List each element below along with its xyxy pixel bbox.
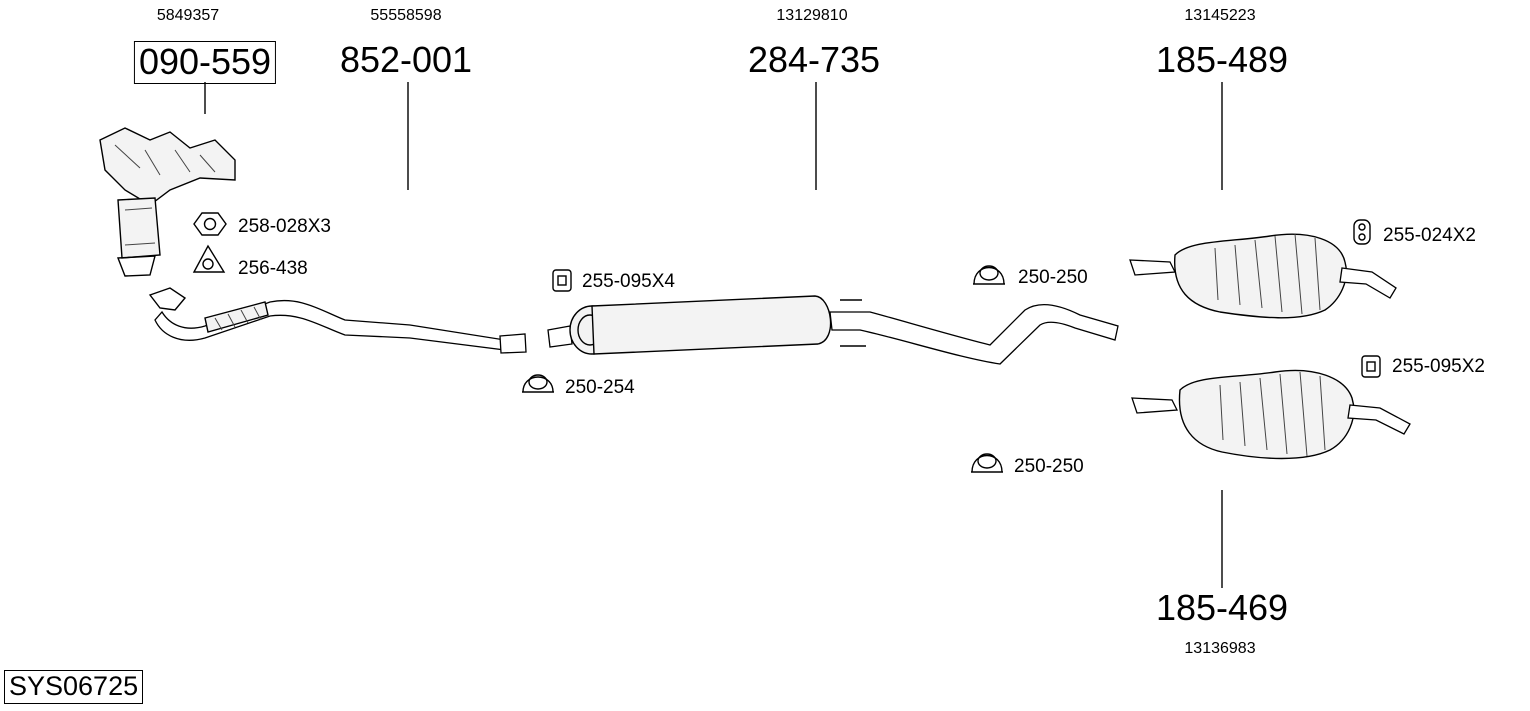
system-code: SYS06725 <box>4 670 144 704</box>
rubber-mount-icon <box>1361 355 1381 378</box>
part-number[interactable]: 090-559 <box>133 41 277 84</box>
accessory-label[interactable]: 250-250 <box>1014 456 1084 477</box>
oem-number: 13129810 <box>776 7 848 24</box>
clamp-icon <box>971 453 1003 473</box>
oem-number: 5849357 <box>156 7 220 24</box>
oem-number: 13145223 <box>1184 7 1256 24</box>
catalytic-manifold <box>99 127 236 277</box>
centre-silencer <box>547 295 1119 365</box>
accessory-label[interactable]: 255-024X2 <box>1383 225 1476 246</box>
rubber-mount-icon <box>552 269 572 292</box>
clamp-icon <box>522 374 554 393</box>
accessory-label[interactable]: 258-028X3 <box>238 216 331 237</box>
part-number[interactable]: 284-735 <box>747 39 881 80</box>
accessory-label[interactable]: 250-254 <box>565 377 635 398</box>
front-flex-pipe <box>148 287 527 354</box>
gasket-icon <box>192 244 226 273</box>
part-number[interactable]: 185-489 <box>1155 39 1289 80</box>
nut-hole <box>203 217 217 231</box>
gasket-hole <box>202 258 214 270</box>
rear-silencer-upper <box>1129 233 1397 319</box>
accessory-label[interactable]: 255-095X4 <box>582 271 675 292</box>
oem-number: 13136983 <box>1184 640 1256 657</box>
nut-icon <box>193 212 227 236</box>
rubber-hanger-icon <box>1353 219 1371 245</box>
accessory-label[interactable]: 256-438 <box>238 258 308 279</box>
clamp-icon <box>973 265 1005 285</box>
accessory-label[interactable]: 255-095X2 <box>1392 356 1485 377</box>
rear-silencer-lower <box>1131 369 1411 460</box>
part-number[interactable]: 185-469 <box>1155 587 1289 628</box>
oem-number: 55558598 <box>370 7 442 24</box>
part-number[interactable]: 852-001 <box>339 39 473 80</box>
accessory-label[interactable]: 250-250 <box>1018 267 1088 288</box>
